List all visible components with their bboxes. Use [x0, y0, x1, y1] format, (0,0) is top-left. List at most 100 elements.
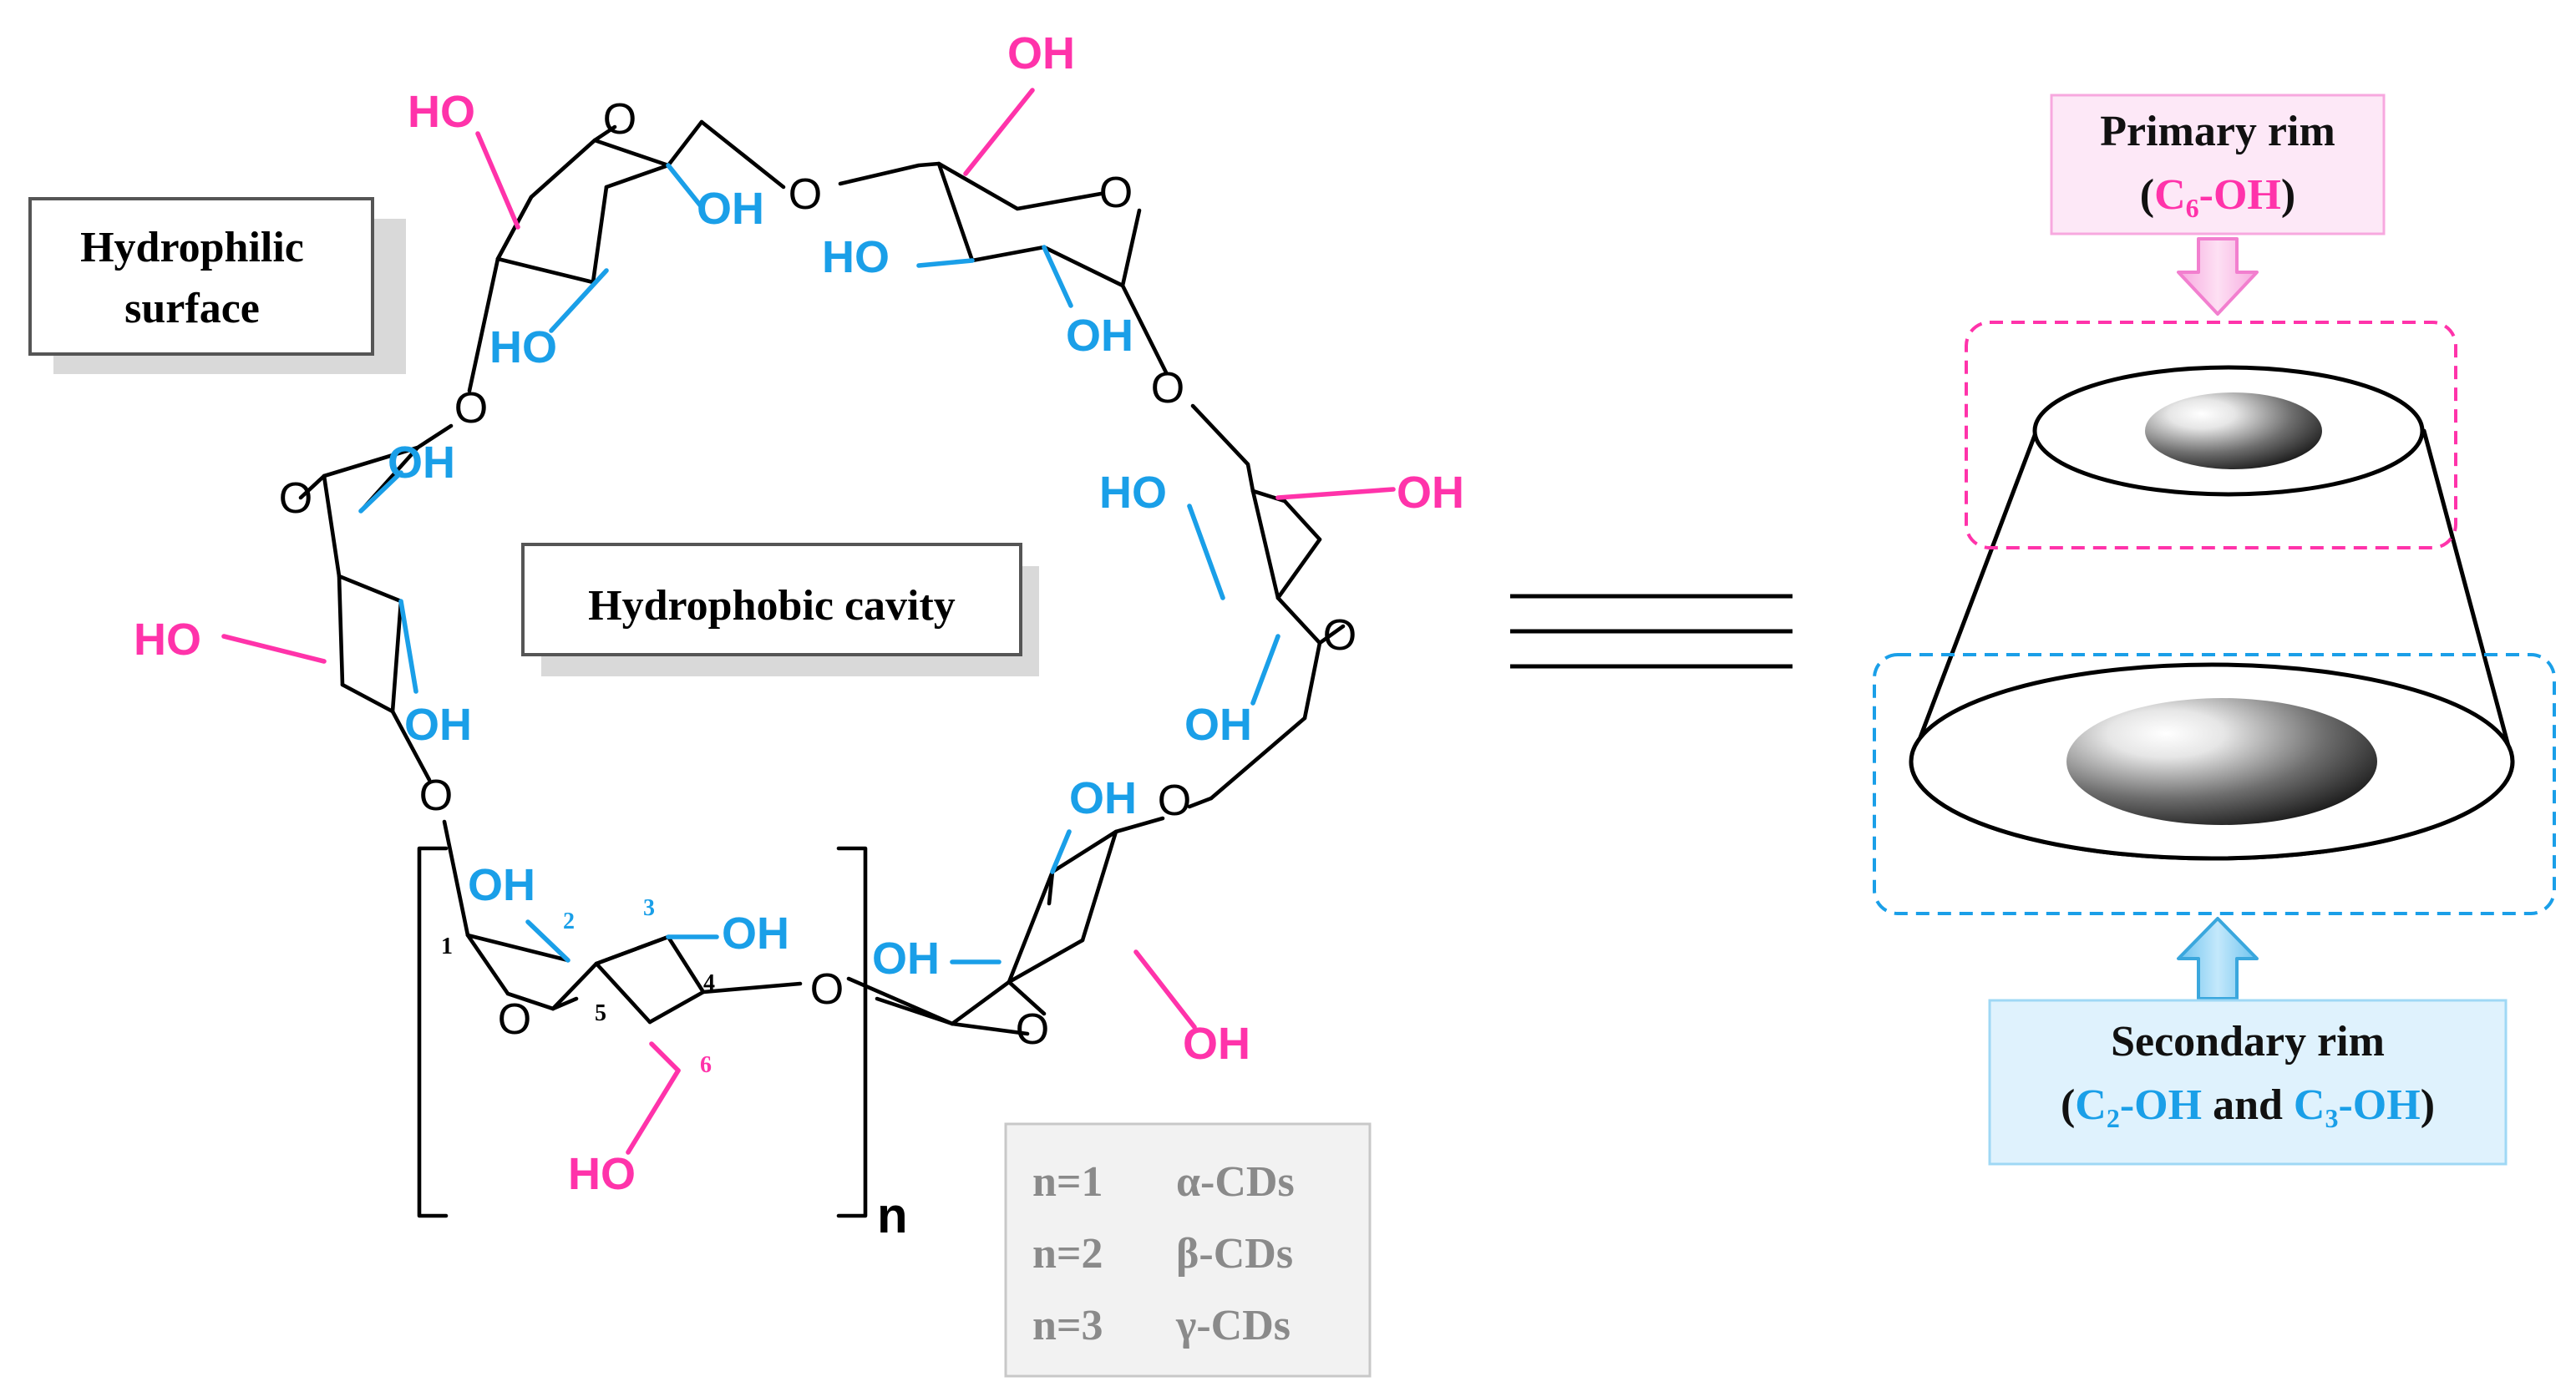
- secondary-oh-bond: [549, 268, 609, 333]
- bond: [340, 682, 395, 714]
- secondary-hydroxyl: OH: [404, 700, 472, 750]
- primary-hydroxyl: OH: [1183, 1019, 1250, 1069]
- primary-hydroxyl: HO: [568, 1149, 636, 1199]
- primary-oh-bond: [1133, 949, 1197, 1030]
- secondary-hydroxyl: HO: [489, 322, 557, 372]
- label-frame: [28, 197, 374, 356]
- carbon-number: 1: [441, 934, 453, 959]
- secondary-hydroxyl: OH: [388, 438, 455, 488]
- bond: [604, 163, 671, 190]
- secondary-rim-label: Secondary rim (C2-OH and C3-OH): [1988, 999, 2508, 1166]
- cd-type-table: n=1 α-CDs n=2 β-CDs n=3 γ-CDs: [1004, 1122, 1372, 1378]
- secondary-hydroxyl: OH: [1069, 773, 1137, 823]
- secondary-oh-bond: [1250, 634, 1280, 706]
- bond: [594, 934, 671, 966]
- table-frame: [1004, 1122, 1372, 1378]
- bond: [1120, 283, 1169, 375]
- glycosidic-oxygen: O: [1158, 777, 1191, 825]
- bond: [1007, 938, 1085, 984]
- bond: [1120, 208, 1142, 288]
- primary-oh-bond: [649, 1041, 681, 1073]
- bond: [505, 991, 555, 1011]
- secondary-hydroxyl: OH: [1066, 311, 1133, 361]
- cyclodextrin-structure: O O O O O O O O O O O O HO OH OH OH HO H…: [134, 28, 1464, 1243]
- table-n-value: n=2: [1032, 1230, 1103, 1278]
- secondary-rim-highlight: [1873, 653, 2556, 915]
- primary-oh-bond: [1275, 487, 1396, 500]
- hydrophobic-cavity-label: Hydrophobic cavity: [588, 582, 956, 630]
- bond: [592, 124, 617, 143]
- secondary-oh-bond: [1042, 245, 1073, 308]
- hydrophilic-label-line2: surface: [124, 285, 260, 332]
- primary-hydroxyl: HO: [408, 87, 475, 137]
- secondary-hydroxyl: OH: [722, 909, 789, 959]
- ring-oxygen: O: [1016, 1005, 1049, 1054]
- bond: [1187, 796, 1214, 809]
- secondary-oh-bond: [1187, 504, 1225, 600]
- primary-rim-cavity: [2145, 392, 2322, 469]
- bond: [1275, 537, 1322, 600]
- primary-hydroxyl: OH: [1007, 28, 1075, 78]
- bond: [495, 256, 596, 285]
- bond: [1250, 488, 1280, 600]
- primary-rim-highlight: [1965, 321, 2457, 549]
- hydrophilic-label-line1: Hydrophilic: [80, 224, 304, 271]
- repeat-count-n: n: [877, 1187, 908, 1243]
- bond: [1282, 499, 1322, 542]
- secondary-oh-bond: [525, 919, 570, 963]
- bond: [1190, 403, 1255, 494]
- repeat-bracket-right: [836, 846, 868, 1218]
- secondary-rim-title: Secondary rim: [2111, 1018, 2385, 1065]
- bond: [1047, 869, 1055, 906]
- secondary-hydroxyl: OH: [872, 934, 940, 984]
- bond: [950, 979, 1012, 1026]
- table-cd-name: α-CDs: [1176, 1158, 1295, 1206]
- table-cd-name: β-CDs: [1176, 1230, 1293, 1278]
- bond: [495, 195, 534, 261]
- primary-rim-arrow: [2177, 237, 2259, 316]
- bond: [1275, 595, 1322, 645]
- bond: [467, 256, 500, 393]
- primary-hydroxyl: OH: [1397, 468, 1464, 518]
- bond: [1302, 640, 1322, 721]
- bond: [390, 709, 432, 782]
- repeat-bracket-left: [417, 846, 449, 1218]
- bond: [1209, 716, 1307, 801]
- secondary-rim-cavity: [2066, 698, 2377, 825]
- secondary-rim-label-box: [1988, 999, 2508, 1166]
- carbon-number: 3: [643, 895, 655, 921]
- bond: [465, 933, 570, 963]
- bond: [442, 819, 470, 938]
- equivalence-symbol: [1510, 594, 1793, 669]
- carbon-number: 2: [563, 909, 575, 934]
- carbon-number: 6: [700, 1052, 712, 1078]
- label-frame: [521, 543, 1022, 656]
- glycosidic-oxygen: O: [789, 170, 822, 219]
- table-cd-name: γ-CDs: [1175, 1302, 1291, 1349]
- primary-oh-bond: [963, 88, 1035, 176]
- glycosidic-oxygen: O: [810, 965, 844, 1014]
- secondary-rim-subtitle: (C2-OH and C3-OH): [2061, 1081, 2435, 1133]
- bond: [970, 245, 1047, 263]
- bond: [1042, 245, 1125, 288]
- bond: [950, 1021, 1030, 1036]
- bond: [1007, 816, 1165, 1016]
- glycosidic-oxygen: O: [454, 384, 488, 433]
- secondary-hydroxyl: HO: [822, 232, 890, 282]
- secondary-rim-arrow: [2177, 917, 2259, 1000]
- primary-oh-bond: [221, 634, 327, 664]
- glycosidic-oxygen: O: [1151, 364, 1184, 413]
- secondary-hydroxyl: HO: [1099, 468, 1167, 518]
- primary-rim-label-box: [2050, 94, 2386, 235]
- bond: [699, 119, 786, 190]
- ring-oxygen: O: [1099, 169, 1133, 217]
- primary-rim-title: Primary rim: [2100, 108, 2335, 155]
- bond: [936, 161, 975, 263]
- bond: [591, 185, 609, 285]
- carbon-number: 4: [703, 970, 715, 996]
- glycosidic-oxygen: O: [419, 772, 453, 820]
- secondary-oh-bond: [398, 599, 418, 694]
- table-n-value: n=1: [1032, 1158, 1103, 1206]
- secondary-hydroxyl: OH: [697, 184, 764, 234]
